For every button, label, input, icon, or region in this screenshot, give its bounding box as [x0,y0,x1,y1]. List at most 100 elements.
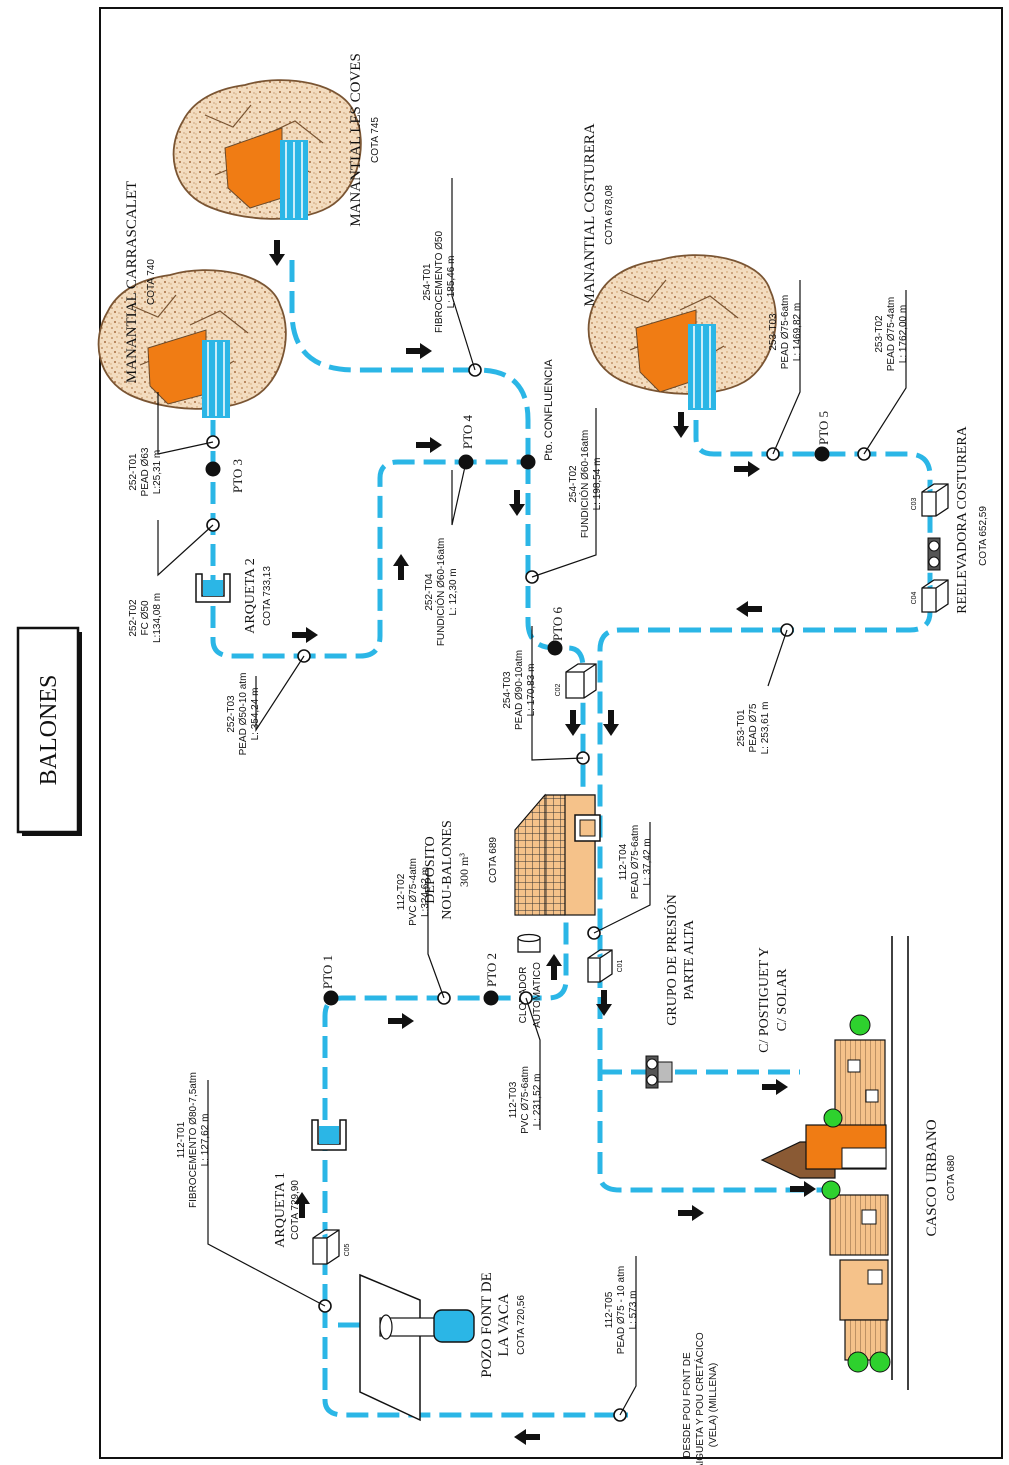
svg-text:PEAD Ø75 - 10 atm: PEAD Ø75 - 10 atm [616,1266,627,1354]
clorador-automatico: CLORADOR AUTOMATICO [517,933,543,1028]
pipe-les-coves-branch [289,260,531,462]
structure-cota: COTA 729,90 [290,1180,301,1240]
tank-icon [433,1309,475,1343]
svg-text:L: 185,46 m: L: 185,46 m [446,256,457,309]
svg-text:FC Ø50: FC Ø50 [140,600,151,635]
svg-text:C01: C01 [617,959,624,972]
node-confluencia [520,454,536,470]
tree-icon [821,1180,841,1200]
svg-text:252-T01: 252-T01 [128,453,139,491]
arrow-left-icon [736,601,762,617]
arrow-down-icon [565,710,581,736]
svg-text:PEAD Ø50-10 atm: PEAD Ø50-10 atm [238,673,249,756]
svg-text:252-T04: 252-T04 [424,573,435,611]
svg-text:112-T05: 112-T05 [604,1291,615,1328]
svg-text:DESDE POU FONT DE: DESDE POU FONT DE [682,1352,693,1458]
pipe-confluence-to-deposit [525,462,586,790]
valve-c01: C01 [587,949,624,983]
point-labels: PTO 3 PTO 4 Pto. CONFLUENCIA PTO 6 PTO 5… [230,359,831,989]
svg-text:PTO 2: PTO 2 [484,953,499,987]
source-cota: COTA 740 [146,259,157,305]
svg-text:PTO 6: PTO 6 [550,606,565,641]
arrow-right-icon [406,343,432,359]
svg-text:254-T02: 254-T02 [568,465,579,503]
source-name: MANANTIAL COSTURERA [582,123,598,306]
tree-icon [869,1351,891,1373]
svg-text:L: 37,42 m: L: 37,42 m [642,838,653,885]
valve-boxes: C02 C03 C04 C01 C05 [312,483,949,1265]
svg-text:C03: C03 [911,497,918,510]
arqueta-1: ARQUETA 1 COTA 729,90 [273,1119,347,1248]
arrow-left-icon [514,1429,540,1445]
arrow-down-icon [603,710,619,736]
arrow-up-icon [546,954,562,980]
svg-text:Pto. CONFLUENCIA: Pto. CONFLUENCIA [543,359,555,461]
arrow-down-icon [269,240,285,266]
svg-text:L: 253,61 m: L: 253,61 m [760,702,771,755]
svg-text:PTO 5: PTO 5 [816,411,831,445]
svg-text:L:324,62 m: L:324,62 m [420,867,431,917]
arrow-down-icon [596,990,612,1016]
svg-text:L:25,31 m: L:25,31 m [152,450,163,494]
reelevadora-costurera: REELEVADORA COSTURERA COTA 652,59 [927,425,989,614]
svg-text:L'AIGUETA Y POU CRETÁCICO: L'AIGUETA Y POU CRETÁCICO [693,1332,706,1465]
valve-c04: C04 [911,579,949,613]
svg-text:252-T02: 252-T02 [128,599,139,637]
source-cota: COTA 745 [370,117,381,163]
building-icon [829,1194,889,1256]
structure-name: PARTE ALTA [682,919,697,1000]
svg-text:PTO 3: PTO 3 [230,459,245,493]
svg-text:254-T03: 254-T03 [502,671,513,709]
pipe-carrascalet-branch [210,420,528,659]
pipe-desde-pou [322,1306,628,1418]
svg-text:C02: C02 [555,683,562,696]
svg-text:L: 12,30 m: L: 12,30 m [448,568,459,615]
postiguet-label: C/ POSTIGUET Y [757,947,772,1053]
arqueta-2: ARQUETA 2 COTA 733,13 [195,558,273,634]
svg-text:112-T02: 112-T02 [396,873,407,910]
casco-urbano: CASCO URBANO COTA 680 [760,936,957,1390]
structure-label: AUTOMATICO [532,962,543,1028]
svg-text:L: 127,62 m: L: 127,62 m [200,1114,211,1167]
arrow-right-icon [790,1181,816,1197]
source-name: POZO FONT DE [479,1272,495,1378]
svg-text:L: 573 m: L: 573 m [628,1291,639,1330]
svg-text:L: 1469,82 m: L: 1469,82 m [792,303,803,361]
valve-c03: C03 [911,483,949,517]
segment-labels: 252-T01 PEAD Ø63 L:25,31 m 252-T02 FC Ø5… [128,231,909,1355]
building-icon [834,1039,886,1131]
les-coves-spring: MANANTIAL LES COVES COTA 745 [172,53,381,227]
arrow-down-icon [673,412,689,438]
desde-pou-label: DESDE POU FONT DE L'AIGUETA Y POU CRETÁC… [682,1332,719,1465]
svg-text:112-T04: 112-T04 [618,843,629,880]
pozo-font-de-la-vaca: POZO FONT DE LA VACA COTA 720,56 [359,1272,527,1422]
arrow-up-icon [294,1192,310,1218]
arrow-right-icon [416,437,442,453]
pipe-network [210,260,933,1418]
source-cota: COTA 720,56 [516,1295,527,1355]
tree-icon [823,1108,843,1128]
svg-text:112-T01: 112-T01 [176,1121,187,1158]
node-pto3 [205,461,221,477]
building-icon [839,1259,889,1321]
node-pto1 [323,990,339,1006]
tree-icon [849,1014,871,1036]
structure-name: CASCO URBANO [924,1119,940,1236]
structure-cota: COTA 652,59 [978,506,989,566]
leader-lines [157,178,907,1416]
valve-c05: C05 [312,1229,351,1265]
arrow-down-icon [509,490,525,516]
arrow-right-icon [388,1013,414,1029]
svg-text:252-T03: 252-T03 [226,695,237,733]
svg-text:L: 170,83 m: L: 170,83 m [526,664,537,717]
svg-text:L: 354,24 m: L: 354,24 m [250,688,261,741]
arrow-right-icon [292,627,318,643]
postiguet-label: C/ SOLAR [775,968,790,1031]
structure-cota: COTA 733,13 [262,566,273,626]
source-name: MANANTIAL LES COVES [348,53,364,227]
svg-text:PEAD Ø63: PEAD Ø63 [140,447,151,496]
flow-arrows [269,240,816,1445]
svg-text:PEAD Ø75-6atm: PEAD Ø75-6atm [630,825,641,899]
svg-text:PVC Ø75-6atm: PVC Ø75-6atm [520,1066,531,1134]
